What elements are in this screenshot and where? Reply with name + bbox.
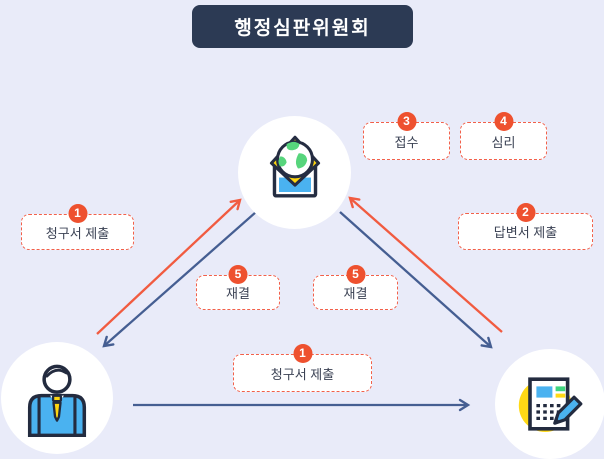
step-label: 심리 — [491, 134, 516, 150]
step-label: 재결 — [226, 286, 250, 301]
step-receipt: 3 접수 — [363, 111, 450, 160]
step-number-badge: 1 — [293, 343, 312, 363]
step-label: 접수 — [394, 134, 419, 150]
step-number-badge: 1 — [68, 203, 87, 223]
step-claim-left: 1 청구서 제출 — [21, 203, 134, 250]
envelope-globe-icon — [269, 135, 320, 198]
document-pencil-icon — [518, 377, 583, 432]
committee-node — [238, 116, 351, 229]
step-answer: 2 답변서 제출 — [458, 202, 593, 250]
step-label: 재결 — [343, 286, 368, 301]
step-number-badge: 2 — [516, 202, 535, 222]
respondent-node — [495, 349, 604, 459]
committee-title: 행정심판위원회 — [234, 18, 371, 39]
step-label: 청구서 제출 — [270, 366, 335, 382]
step-label: 청구서 제출 — [45, 225, 110, 241]
person-icon — [27, 364, 87, 437]
step-review: 4 심리 — [460, 111, 547, 160]
committee-title-box: 행정심판위원회 — [192, 5, 413, 48]
step-number-badge: 4 — [494, 111, 513, 131]
step-ruling-right: 5 재결 — [313, 264, 398, 310]
claimant-node — [1, 342, 113, 454]
step-ruling-left: 5 재결 — [196, 264, 280, 310]
step-claim-bottom: 1 청구서 제출 — [233, 343, 372, 392]
step-number-badge: 3 — [397, 111, 416, 131]
step-label: 답변서 제출 — [493, 225, 558, 240]
step-number-badge: 5 — [228, 264, 248, 284]
step-number-badge: 5 — [346, 264, 365, 284]
